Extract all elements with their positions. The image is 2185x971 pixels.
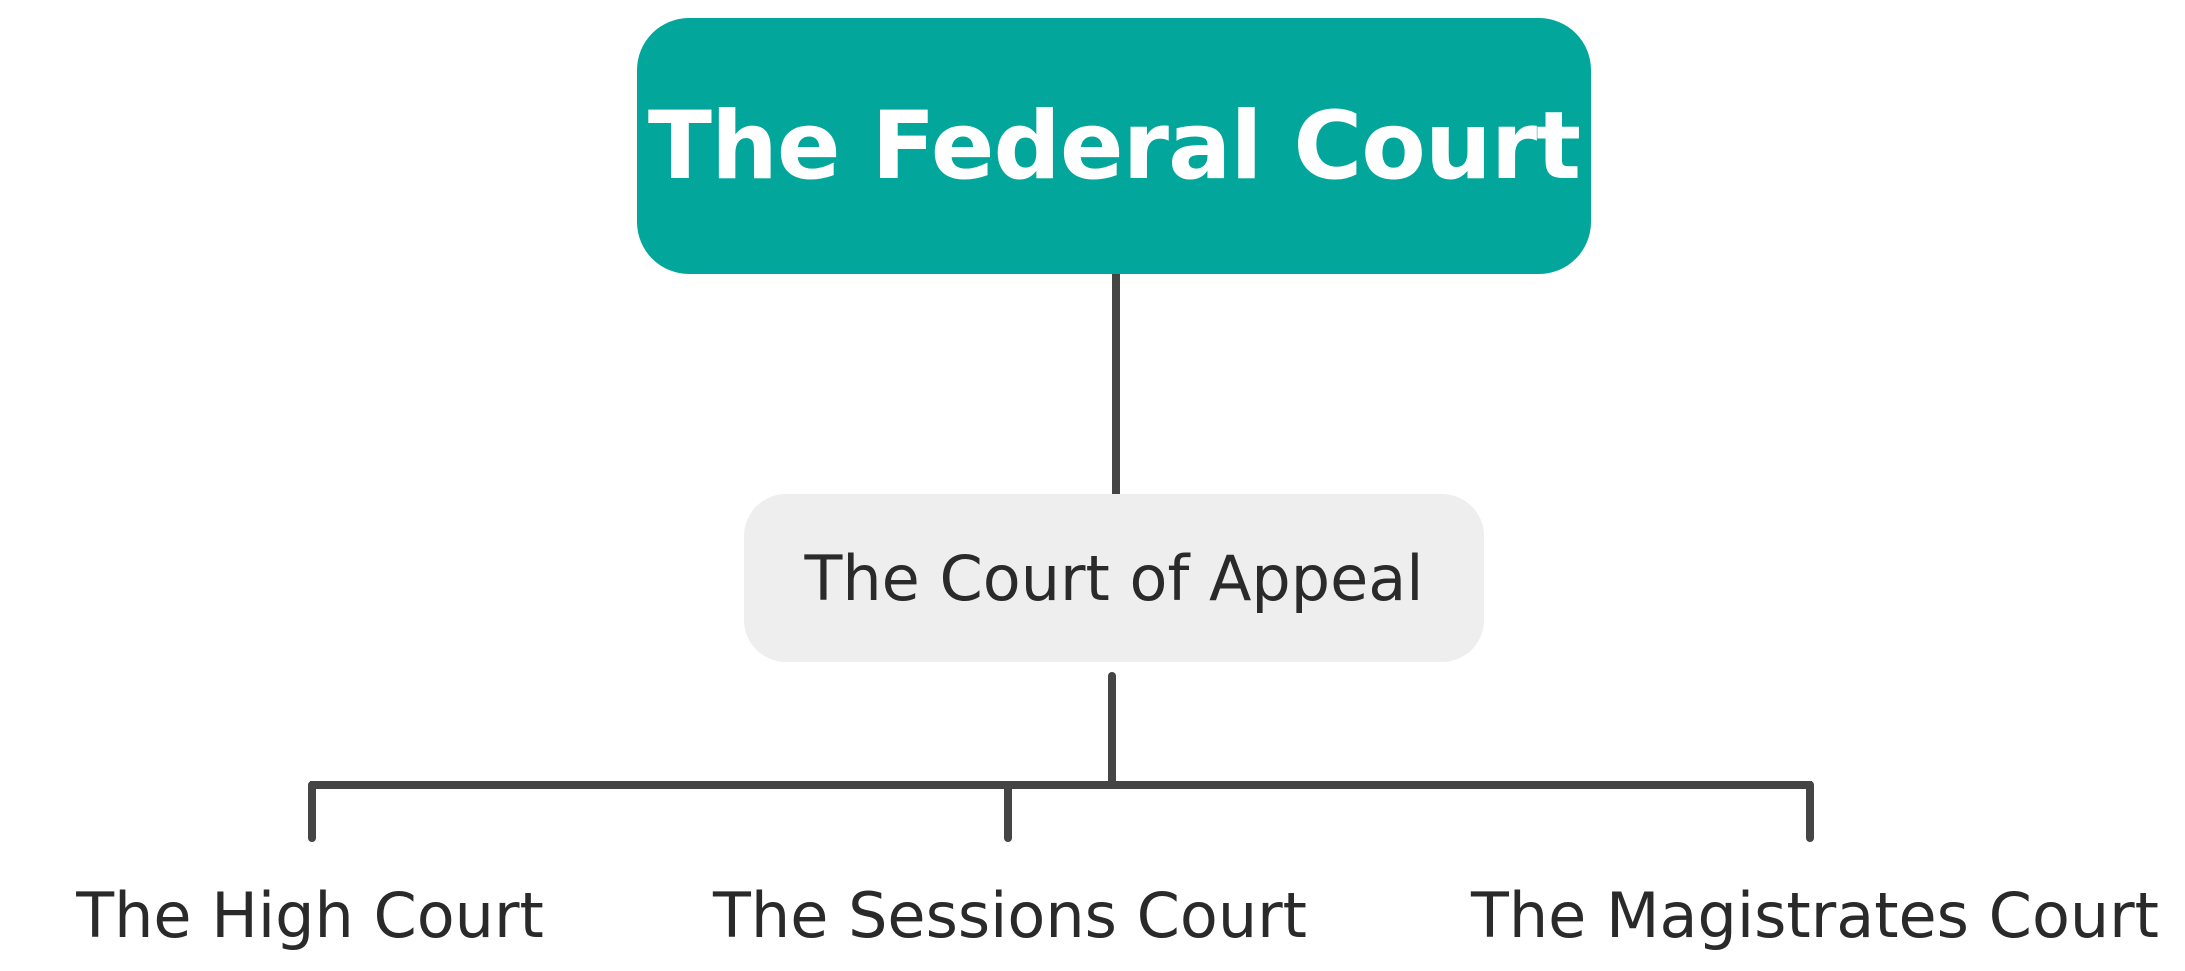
node-federal-court: The Federal Court bbox=[637, 18, 1591, 274]
node-magistrates-court-label: The Magistrates Court bbox=[1471, 878, 2159, 952]
node-sessions-court-label: The Sessions Court bbox=[713, 878, 1307, 952]
node-high-court: The High Court bbox=[60, 870, 560, 960]
node-high-court-label: The High Court bbox=[76, 878, 544, 952]
node-court-of-appeal-label: The Court of Appeal bbox=[804, 541, 1424, 615]
node-court-of-appeal: The Court of Appeal bbox=[744, 494, 1484, 662]
node-federal-court-label: The Federal Court bbox=[647, 91, 1581, 201]
node-sessions-court: The Sessions Court bbox=[710, 870, 1310, 960]
node-magistrates-court: The Magistrates Court bbox=[1465, 870, 2165, 960]
